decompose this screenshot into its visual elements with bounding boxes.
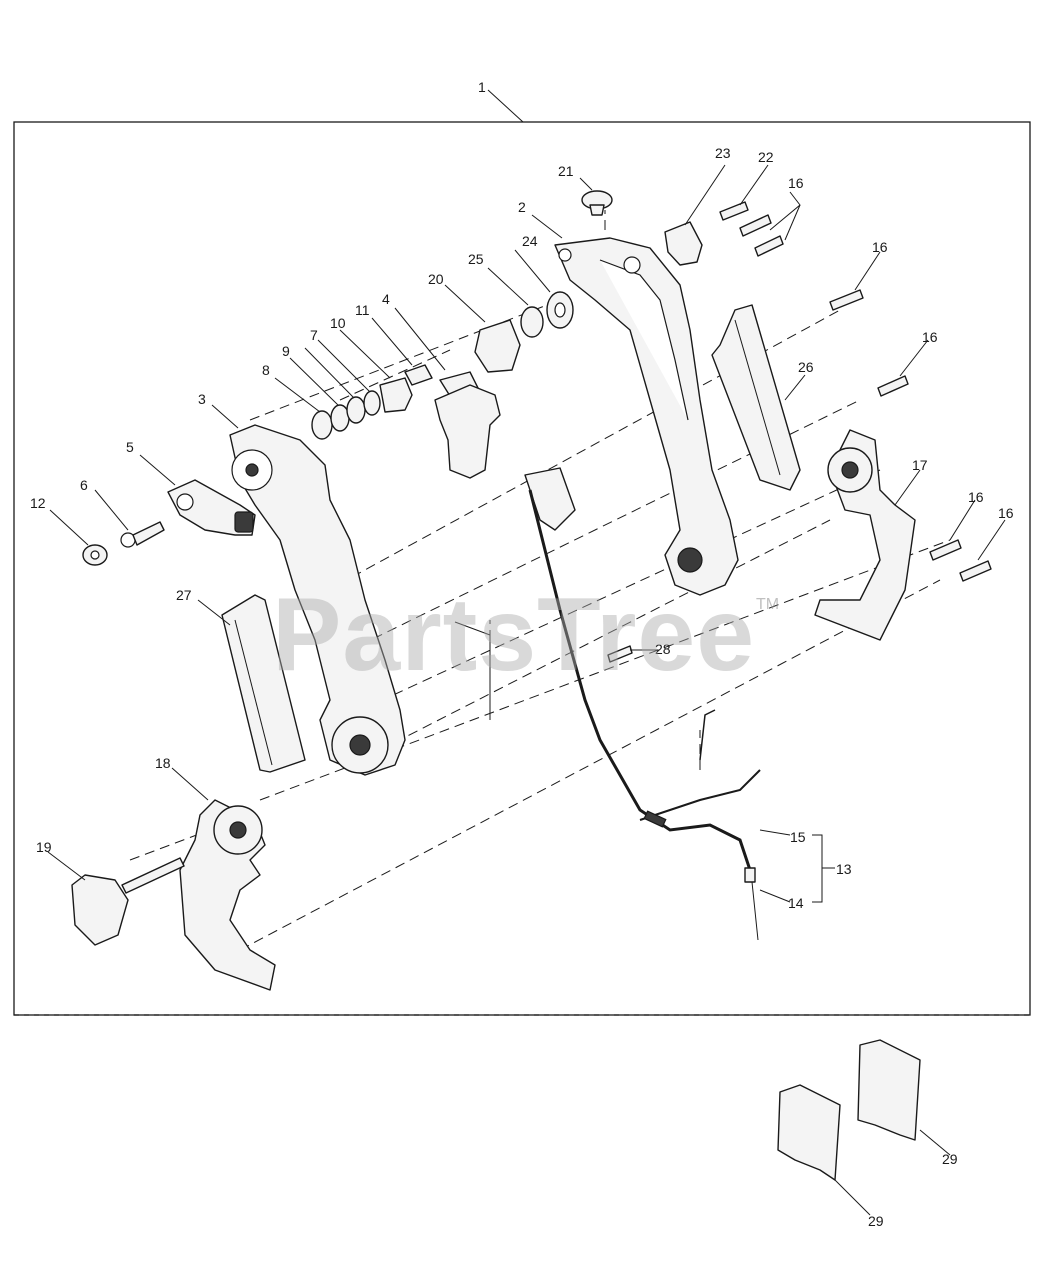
part-29-sleeves bbox=[777, 1039, 921, 1181]
callout-10: 10 bbox=[330, 315, 346, 331]
bracket-line bbox=[454, 621, 491, 720]
callout-29a: 29 bbox=[942, 1151, 958, 1167]
part-21-cap bbox=[581, 190, 613, 216]
part-2-main-handle bbox=[554, 237, 739, 596]
part-26-side-plate bbox=[711, 304, 801, 491]
callout-16d: 16 bbox=[968, 489, 984, 505]
callout-11: 11 bbox=[355, 302, 370, 318]
part-18-clamp bbox=[179, 799, 276, 991]
callout-26: 26 bbox=[798, 359, 814, 375]
callout-16e: 16 bbox=[998, 505, 1014, 521]
screws-top-right bbox=[719, 201, 992, 582]
callout-16c: 16 bbox=[922, 329, 938, 345]
part-3-left-handle bbox=[229, 424, 406, 776]
part-13-cable-assembly bbox=[524, 467, 761, 941]
callout-12: 12 bbox=[30, 495, 46, 511]
callout-2: 2 bbox=[518, 199, 526, 215]
callout-19: 19 bbox=[36, 839, 52, 855]
callout-21: 21 bbox=[558, 163, 574, 179]
part-17-clamp bbox=[814, 429, 916, 641]
callout-4: 4 bbox=[382, 291, 390, 307]
parts-7-10-washers bbox=[311, 377, 413, 440]
callout-20: 20 bbox=[428, 271, 444, 287]
callout-14: 14 bbox=[788, 895, 804, 911]
part-27-cover bbox=[221, 594, 306, 773]
assembly-frame bbox=[13, 121, 1031, 1016]
callout-22: 22 bbox=[758, 149, 774, 165]
watermark-trademark: TM bbox=[756, 596, 780, 613]
callout-13: 13 bbox=[836, 861, 852, 877]
part-20-switch bbox=[474, 319, 521, 373]
bracket-13 bbox=[812, 834, 823, 903]
callout-17: 17 bbox=[912, 457, 928, 473]
part-25-washer bbox=[520, 306, 544, 338]
part-23-clip bbox=[664, 221, 703, 266]
callout-leader-lines bbox=[47, 89, 1006, 1216]
part-6-screw bbox=[120, 521, 165, 548]
callout-1: 1 bbox=[478, 79, 486, 95]
callout-29b: 29 bbox=[868, 1213, 884, 1229]
trigger-part bbox=[434, 384, 501, 479]
callout-labels: 1 2 3 4 5 6 7 8 9 10 11 12 13 14 15 16 1… bbox=[30, 79, 1014, 1229]
callout-27: 27 bbox=[176, 587, 192, 603]
part-28-screw bbox=[607, 645, 633, 663]
callout-24: 24 bbox=[522, 233, 538, 249]
callout-15: 15 bbox=[790, 829, 806, 845]
callout-25: 25 bbox=[468, 251, 484, 267]
callout-9: 9 bbox=[282, 343, 290, 359]
callout-7: 7 bbox=[310, 327, 318, 343]
part-19-knob bbox=[71, 857, 185, 946]
part-12-nut bbox=[82, 544, 108, 566]
callout-23: 23 bbox=[715, 145, 731, 161]
callout-16b: 16 bbox=[872, 239, 888, 255]
callout-8: 8 bbox=[262, 362, 270, 378]
callout-28: 28 bbox=[655, 641, 671, 657]
callout-18: 18 bbox=[155, 755, 171, 771]
callout-16a: 16 bbox=[788, 175, 804, 191]
watermark-text: PartsTree bbox=[272, 577, 756, 693]
callout-5: 5 bbox=[126, 439, 134, 455]
part-24-washer bbox=[546, 291, 574, 329]
callout-3: 3 bbox=[198, 391, 206, 407]
callout-6: 6 bbox=[80, 477, 88, 493]
part-5-lever bbox=[167, 479, 256, 536]
